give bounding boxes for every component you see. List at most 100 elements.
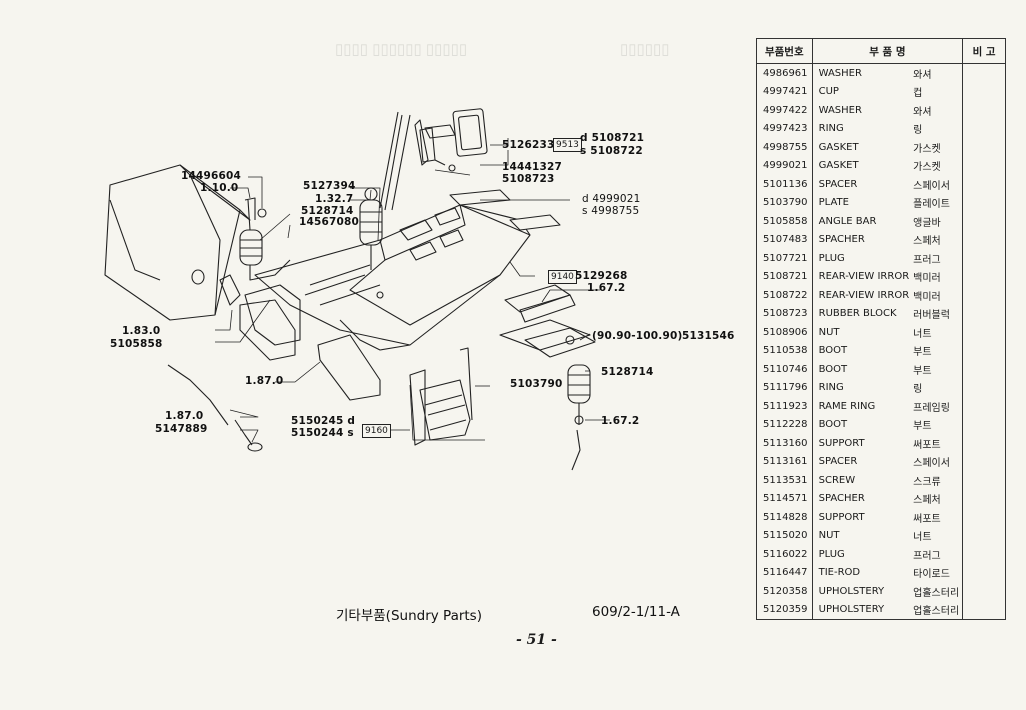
part-name-en-cell: NUT bbox=[811, 526, 910, 545]
part-name-ko-cell: 러버블럭 bbox=[909, 304, 964, 323]
part-name-ko-cell: 프레임링 bbox=[909, 397, 964, 416]
section-caption: 기타부품(Sundry Parts) bbox=[336, 608, 482, 624]
part-name-ko-cell: 너트 bbox=[909, 323, 964, 342]
catalog-code: 609/2-1/11-A bbox=[592, 604, 680, 620]
part-name-ko-cell: 업홀스터리 bbox=[909, 582, 964, 601]
part-name-en-cell: TIE-ROD bbox=[811, 563, 910, 582]
part-number-cell: 4997421 bbox=[756, 82, 813, 101]
remarks-cell bbox=[962, 63, 1006, 83]
part-number-cell: 4999021 bbox=[756, 156, 813, 175]
part-number-cell: 5111923 bbox=[756, 397, 813, 416]
part-name-en-cell: RUBBER BLOCK bbox=[811, 304, 910, 323]
remarks-cell bbox=[962, 397, 1006, 416]
part-name-ko-cell: 부트 bbox=[909, 341, 964, 360]
callout-1-67-2-upper: 1.67.2 bbox=[587, 282, 626, 294]
part-name-ko-cell: 업홀스터리 bbox=[909, 600, 964, 620]
callout-1-67-2-lower: 1.67.2 bbox=[601, 415, 640, 427]
remarks-cell bbox=[962, 286, 1006, 305]
callout-5108723: 5108723 bbox=[502, 173, 555, 185]
part-name-en-cell: RING bbox=[811, 119, 910, 138]
remarks-cell bbox=[962, 267, 1006, 286]
part-name-ko-cell: 링 bbox=[909, 119, 964, 138]
part-name-ko-cell: 프러그 bbox=[909, 249, 964, 268]
part-name-en-cell: REAR-VIEW IRROR bbox=[811, 286, 910, 305]
part-name-ko-cell: 앵글바 bbox=[909, 212, 964, 231]
part-number-cell: 5107721 bbox=[756, 249, 813, 268]
remarks-cell bbox=[962, 452, 1006, 471]
callout-5150245-d: 5150245 d bbox=[291, 415, 356, 427]
part-name-en-cell: WASHER bbox=[811, 63, 910, 83]
remarks-cell bbox=[962, 378, 1006, 397]
leader-lines bbox=[215, 138, 610, 443]
part-number-cell: 5108723 bbox=[756, 304, 813, 323]
callout-5129268: 5129268 bbox=[575, 270, 628, 282]
bracket-parts bbox=[239, 284, 381, 401]
remarks-cell bbox=[962, 415, 1006, 434]
part-name-ko-cell: 스페처 bbox=[909, 230, 964, 249]
part-name-en-cell: SPACER bbox=[811, 175, 910, 194]
part-name-ko-cell: 스페이서 bbox=[909, 452, 964, 471]
part-name-ko-cell: 플레이트 bbox=[909, 193, 964, 212]
callout-1-83-0: 1.83.0 bbox=[122, 325, 161, 337]
part-name-ko-cell: 타이로드 bbox=[909, 563, 964, 582]
part-name-ko-cell: 컵 bbox=[909, 82, 964, 101]
bleed-through-text: ▯▯▯▯▯▯ bbox=[620, 41, 670, 58]
part-name-ko-cell: 스크류 bbox=[909, 471, 964, 490]
callout-5128714-right: 5128714 bbox=[601, 366, 654, 378]
part-number-cell: 5113161 bbox=[756, 452, 813, 471]
part-name-ko-cell: 가스켓 bbox=[909, 138, 964, 157]
part-name-ko-cell: 스페이서 bbox=[909, 175, 964, 194]
part-name-en-cell: RAME RING bbox=[811, 397, 910, 416]
part-number-cell: 4997422 bbox=[756, 101, 813, 120]
part-name-en-cell: BOOT bbox=[811, 341, 910, 360]
part-name-ko-cell: 부트 bbox=[909, 415, 964, 434]
part-number-cell: 5120359 bbox=[756, 600, 813, 620]
callout-1-87-0-upper: 1.87.0 bbox=[245, 375, 284, 387]
part-number-cell: 5114571 bbox=[756, 489, 813, 508]
callout-1-32-7: 1.32.7 bbox=[315, 193, 354, 205]
remarks-cell bbox=[962, 471, 1006, 490]
callout-s-4998755: s 4998755 bbox=[582, 205, 640, 217]
part-number-cell: 5108906 bbox=[756, 323, 813, 342]
callout-5105858: 5105858 bbox=[110, 338, 163, 350]
part-name-en-cell: SUPPORT bbox=[811, 434, 910, 453]
part-name-ko-cell: 너트 bbox=[909, 526, 964, 545]
remarks-cell bbox=[962, 434, 1006, 453]
header-remarks: 비 고 bbox=[962, 38, 1006, 64]
control-cable-boot-right bbox=[567, 364, 591, 471]
callout-5103790: 5103790 bbox=[510, 378, 563, 390]
part-name-ko-cell: 써포트 bbox=[909, 434, 964, 453]
part-number-cell: 5103790 bbox=[756, 193, 813, 212]
part-name-en-cell: NUT bbox=[811, 323, 910, 342]
part-number-cell: 5113160 bbox=[756, 434, 813, 453]
remarks-cell bbox=[962, 230, 1006, 249]
callout-s-5108722: s 5108722 bbox=[580, 145, 643, 157]
part-name-en-cell: PLATE bbox=[811, 193, 910, 212]
remarks-cell bbox=[962, 304, 1006, 323]
part-name-en-cell: UPHOLSTERY bbox=[811, 582, 910, 601]
callout-5150244-s: 5150244 s bbox=[291, 427, 354, 439]
part-number-cell: 5115020 bbox=[756, 526, 813, 545]
callout-14441327: 14441327 bbox=[502, 161, 563, 173]
callout-1-10-0: 1.10.0 bbox=[200, 182, 239, 194]
